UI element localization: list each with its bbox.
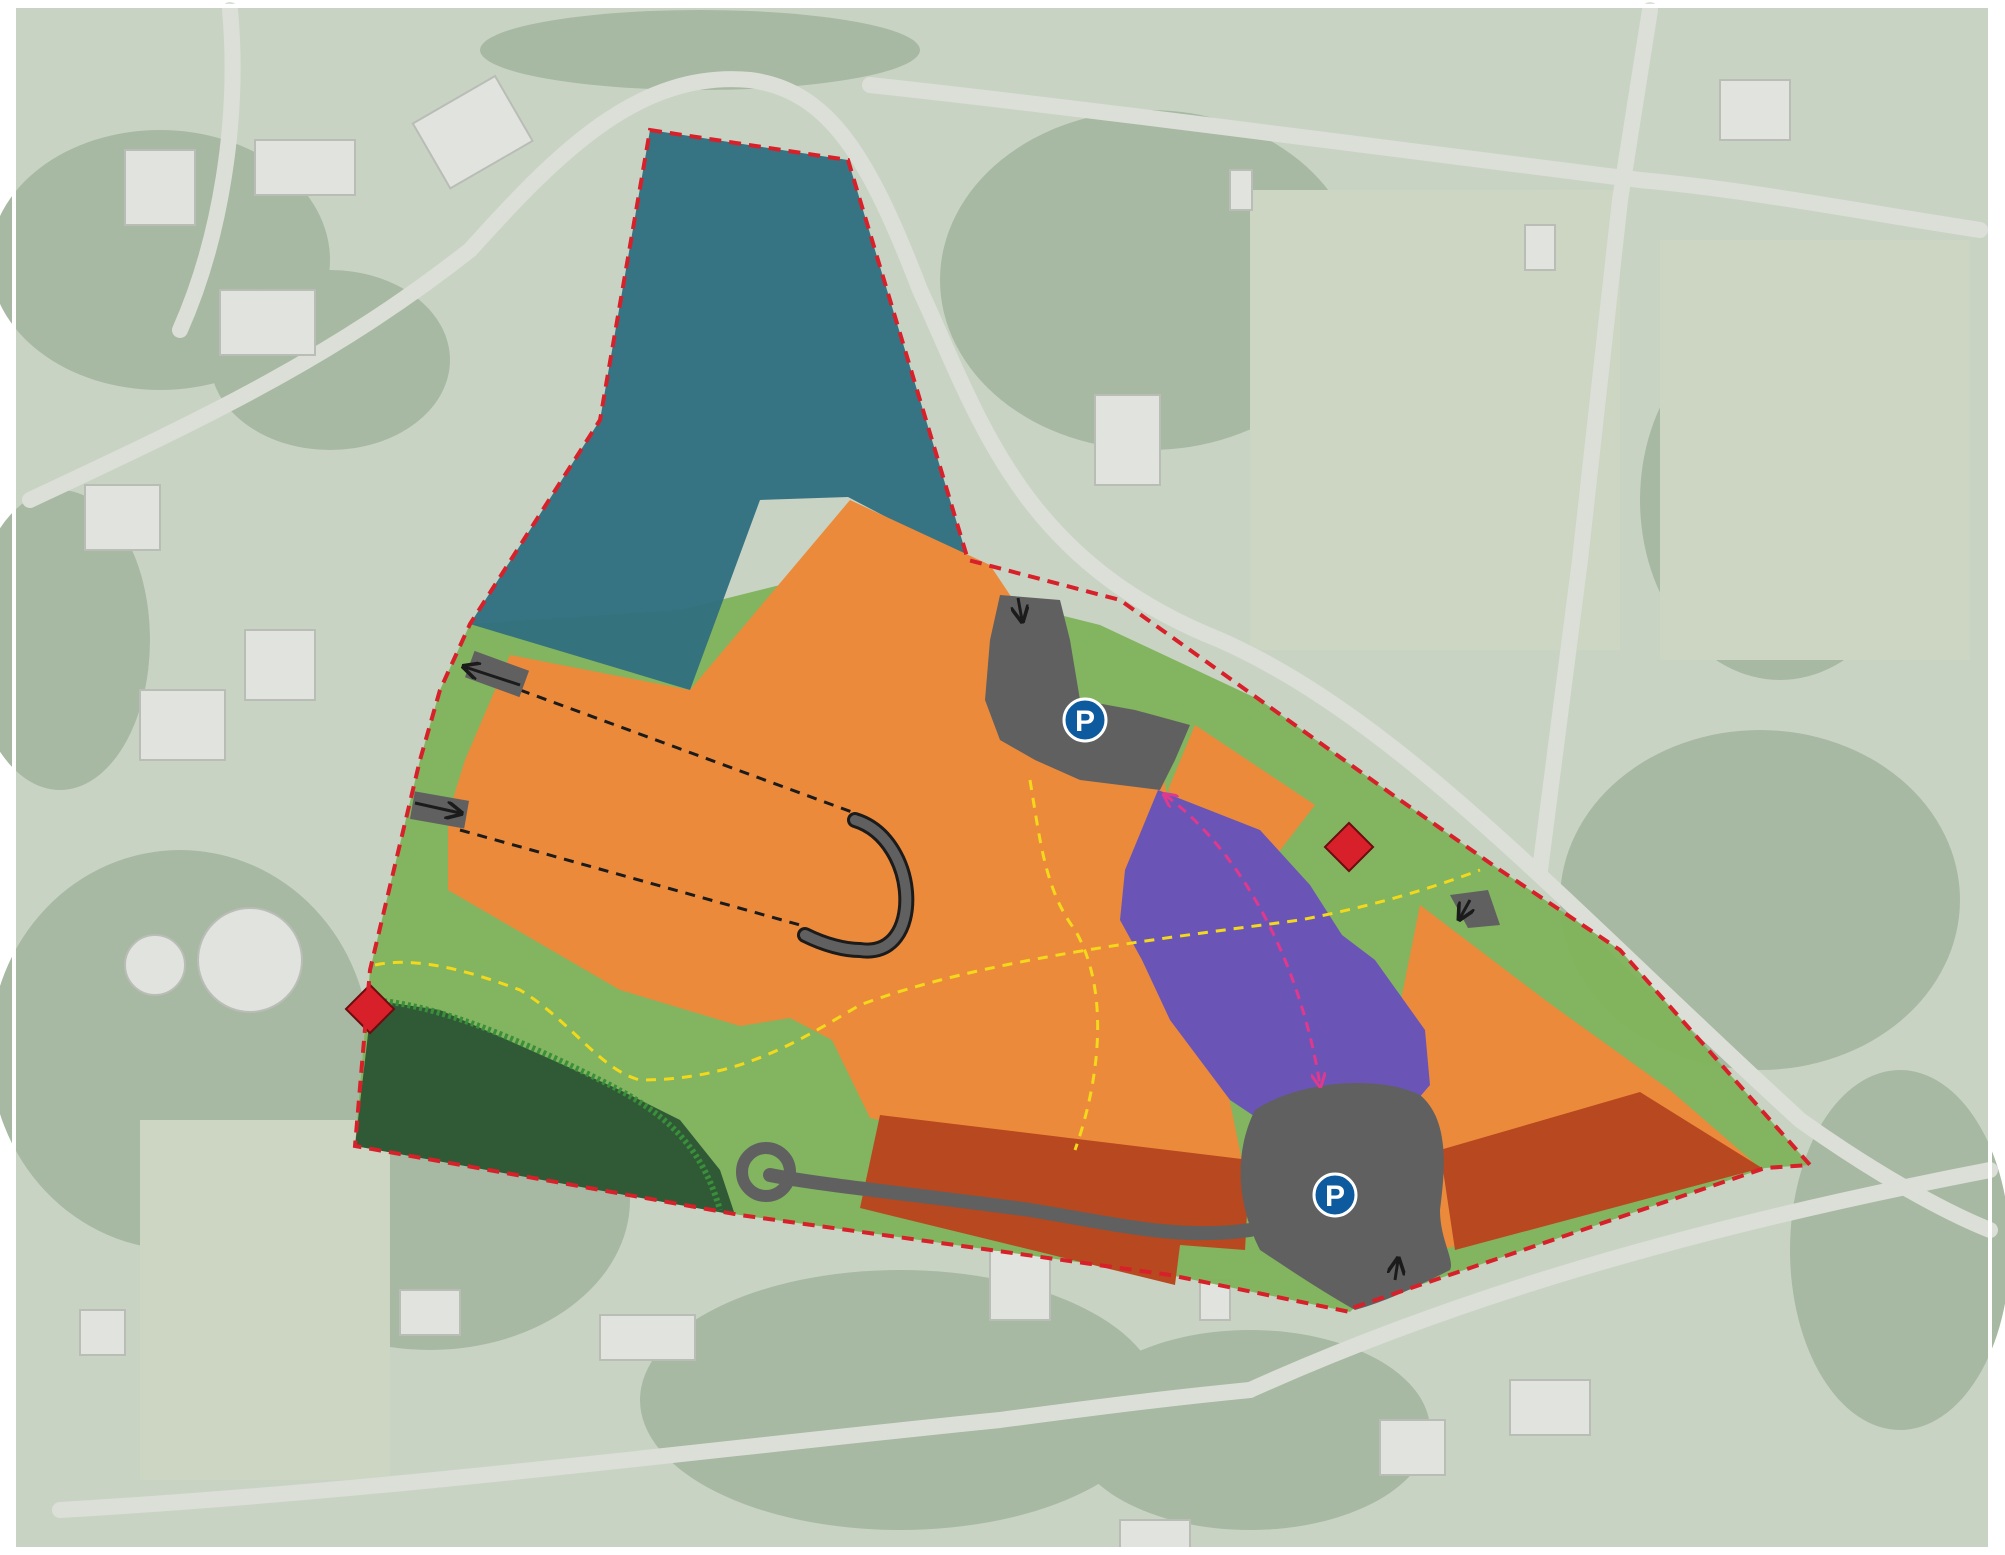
open-fields <box>140 190 1970 1480</box>
entry-arrow-icon <box>1018 597 1022 620</box>
site-boundary <box>352 127 1815 1315</box>
dark-orange-zone-south-east <box>1440 1092 1762 1250</box>
parking-area-north[interactable] <box>985 595 1190 790</box>
map-border <box>12 4 1992 1551</box>
orange-zone-west <box>448 500 1250 1200</box>
vegetation-edge-line <box>371 997 723 1211</box>
dashed-road-lower <box>459 828 801 927</box>
exit-arrow-icon <box>465 667 521 687</box>
dark-orange-zone-south-west <box>860 1115 1250 1285</box>
building-footprints <box>79 74 1791 1551</box>
entry-arrow-icon <box>1460 899 1470 918</box>
parking-label-north: P <box>1075 705 1095 738</box>
teal-zone <box>470 130 968 690</box>
access-road-south <box>763 1168 1257 1241</box>
dashed-road-upper <box>519 688 861 817</box>
magenta-path-between-parking <box>1165 795 1320 1085</box>
access-arrows <box>409 597 1470 1281</box>
red-diamond-marker-icon[interactable] <box>344 983 396 1035</box>
roads <box>22 2 1998 1518</box>
parking-icon[interactable]: P <box>1312 1172 1358 1218</box>
entry-arrow-icon <box>1395 1260 1398 1281</box>
red-diamond-marker-icon[interactable] <box>1323 821 1375 873</box>
parking-label-south: P <box>1325 1180 1345 1213</box>
turning-circle <box>736 1142 796 1202</box>
east-entry-pad <box>1450 890 1500 928</box>
parking-icon[interactable]: P <box>1062 697 1108 743</box>
yellow-path-north-south <box>1028 779 1100 1151</box>
entry-arrow-icon <box>414 803 460 813</box>
u-turn-road-inner <box>800 815 912 956</box>
